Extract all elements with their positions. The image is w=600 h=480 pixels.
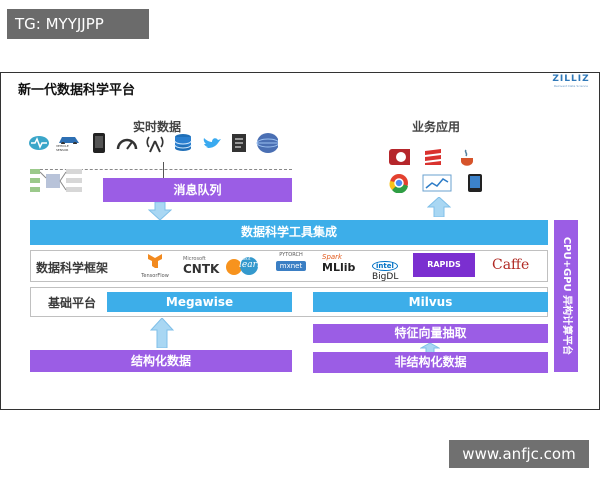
speedometer-icon [116, 134, 138, 152]
spark-prefix: Spark [322, 253, 343, 261]
realtime-data-label: 实时数据 [133, 120, 182, 134]
wifi-tower-icon [144, 134, 166, 153]
caffe-logo: Caffe [492, 257, 530, 273]
mxnet-label: mxnet [276, 261, 306, 271]
scala-app-icon [422, 148, 444, 166]
toolset-bar: 数据科学工具集成 [30, 220, 548, 245]
message-queue-bar: 消息队列 [103, 178, 292, 202]
site-watermark: www.anfjc.com [449, 440, 589, 468]
spark-mllib-logo: Spark MLlib [322, 253, 355, 274]
framework-label: 数据科学框架 [36, 261, 109, 275]
twitter-bird-icon [200, 134, 222, 152]
realtime-divider [30, 158, 292, 170]
down-connector [163, 162, 164, 178]
scikit-prefix: scikit [240, 256, 251, 261]
intel-prefix: intel [372, 261, 398, 271]
logo-tagline: Reinvent Data Science [554, 84, 588, 88]
business-icon-grid [388, 148, 498, 193]
document-icon [228, 134, 250, 152]
realtime-icon-row: VEHICLE SENSOR [28, 133, 278, 153]
line-chart-app-icon [422, 174, 452, 192]
feature-extract-bar: 特征向量抽取 [313, 324, 548, 343]
pytorch-mxnet-logos: PYTORCH mxnet [276, 252, 306, 271]
arrow-up-business-icon [427, 197, 451, 217]
unstructured-data-bar: 非结构化数据 [313, 352, 548, 373]
heartbeat-sensor-icon [28, 134, 50, 152]
globe-icon [256, 133, 278, 153]
vehicle-sensor-text: VEHICLE SENSOR [56, 144, 69, 152]
database-icon [172, 134, 194, 152]
pipeline-thumbnail [30, 168, 100, 194]
cpu-gpu-side-bar: CPU+GPU 异构计算平台 [554, 220, 578, 372]
milvus-box: Milvus [313, 292, 548, 312]
logo-name: ZILLIZ [552, 74, 590, 84]
tensorflow-label: TensorFlow [141, 273, 169, 279]
cntk-prefix: Microsoft [183, 256, 206, 262]
scikit-learn-logo: scikit learn [225, 256, 263, 276]
smartphone-icon [88, 133, 110, 153]
cntk-label: CNTK [183, 262, 220, 276]
tablet-app-icon [464, 174, 486, 192]
zilliz-logo: ZILLIZ Reinvent Data Science [552, 74, 590, 88]
java-app-icon [456, 148, 478, 166]
rails-app-icon [388, 148, 410, 166]
cpu-gpu-label: CPU+GPU 异构计算平台 [561, 236, 572, 356]
tg-tag: TG: MYYJJPP [7, 9, 149, 39]
chrome-browser-icon [388, 174, 410, 193]
cntk-logo: Microsoft CNTK [183, 256, 219, 276]
pytorch-label: PYTORCH [279, 252, 303, 258]
structured-data-bar: 结构化数据 [30, 350, 292, 372]
slide-title: 新一代数据科学平台 [18, 83, 136, 98]
business-app-label: 业务应用 [412, 120, 461, 134]
rapids-logo: RAPIDS [413, 253, 475, 277]
scikit-learn-label: learn [239, 260, 263, 270]
mllib-label: MLlib [322, 261, 356, 274]
arrow-up-structured-icon [150, 318, 174, 348]
bigdl-label: BigDL [372, 272, 399, 282]
arrow-down-queue-icon [148, 202, 172, 220]
intel-bigdl-logo: intel BigDL [372, 253, 398, 282]
vehicle-sensor-icon: VEHICLE SENSOR [56, 134, 82, 152]
base-platform-label: 基础平台 [48, 296, 97, 310]
megawise-box: Megawise [107, 292, 292, 312]
tensorflow-logo: TensorFlow [140, 253, 170, 279]
